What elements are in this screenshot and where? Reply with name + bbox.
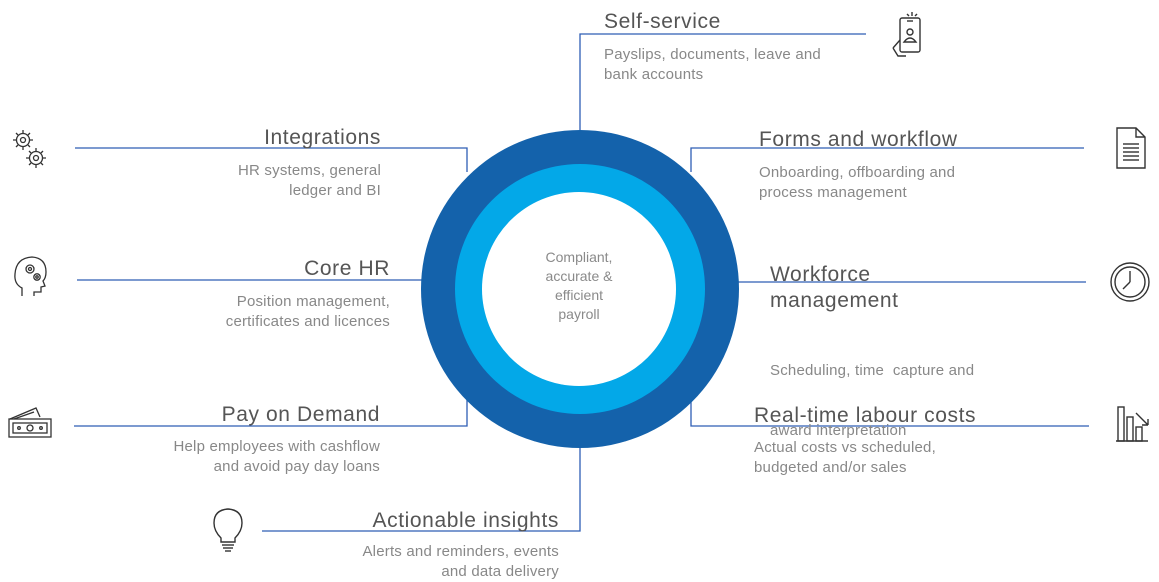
forms-workflow-desc-line-1: Onboarding, offboarding and: [759, 164, 956, 181]
self-service-desc: Payslips, documents, leave and bank acco…: [604, 45, 821, 85]
workforce-management-title-line-2: management: [770, 289, 899, 312]
connector-pay-on-demand: [74, 398, 468, 427]
core-hr-desc-line-1: Position management,: [236, 293, 390, 310]
center-line-2: accurate &: [545, 268, 613, 284]
actionable-insights-desc-line-2: and data delivery: [441, 563, 559, 580]
connector-self-service: [579, 33, 866, 130]
clock-icon: [1110, 262, 1150, 302]
core-hr-title: Core HR: [304, 257, 390, 280]
center-line-3: efficient: [555, 287, 603, 303]
center-line-4: payroll: [558, 306, 600, 322]
actionable-insights-desc-line-1: Alerts and reminders, events: [362, 543, 559, 560]
lightbulb-icon: [213, 508, 243, 552]
head-gears-icon: [14, 256, 47, 296]
pay-on-demand-desc-line-1: Help employees with cashflow: [173, 438, 380, 455]
pay-on-demand-desc: Help employees with cashflow and avoid p…: [100, 437, 380, 477]
forms-workflow-title: Forms and workflow: [759, 128, 958, 151]
workforce-management-desc: Scheduling, time capture and award inter…: [770, 321, 974, 481]
core-hr-desc: Position management, certificates and li…: [150, 292, 390, 332]
core-hr-desc-line-2: certificates and licences: [225, 313, 390, 330]
connector-actionable-insights: [262, 446, 581, 532]
integrations-desc-line-1: HR systems, general: [237, 162, 381, 179]
labour-costs-title: Real-time labour costs: [754, 404, 977, 427]
center-disc: [482, 192, 676, 386]
connector-integrations: [75, 147, 468, 172]
cash-icon: [8, 407, 52, 438]
labour-costs-desc: Actual costs vs scheduled, budgeted and/…: [754, 438, 936, 478]
connector-labour-costs: [690, 398, 1089, 427]
bar-chart-icon: [1116, 406, 1149, 442]
pay-on-demand-title: Pay on Demand: [221, 403, 380, 426]
forms-workflow-desc-line-2: process management: [759, 184, 907, 201]
workforce-management-title: Workforce management: [770, 262, 899, 314]
labour-costs-desc-line-1: Actual costs vs scheduled,: [754, 439, 936, 456]
workforce-management-title-line-1: Workforce: [770, 263, 871, 286]
integrations-desc: HR systems, general ledger and BI: [161, 161, 381, 201]
forms-workflow-desc: Onboarding, offboarding and process mana…: [759, 163, 955, 203]
document-icon: [1116, 127, 1146, 169]
center-line-1: Compliant,: [545, 249, 613, 265]
self-service-desc-line-1: Payslips, documents, leave and: [604, 46, 821, 63]
integrations-desc-line-2: ledger and BI: [289, 182, 381, 199]
workforce-management-desc-line-1: Scheduling, time capture and: [770, 362, 975, 379]
gears-icon: [13, 130, 46, 168]
pay-on-demand-desc-line-2: and avoid pay day loans: [213, 458, 380, 475]
actionable-insights-title: Actionable insights: [372, 509, 559, 532]
center-label: Compliant, accurate & efficient payroll: [509, 248, 649, 324]
self-service-title: Self-service: [604, 10, 721, 33]
self-service-desc-line-2: bank accounts: [604, 66, 704, 83]
labour-costs-desc-line-2: budgeted and/or sales: [754, 459, 907, 476]
workforce-management-desc-line-2: award interpretation: [770, 422, 907, 439]
integrations-title: Integrations: [264, 126, 381, 149]
connector-forms-workflow: [690, 147, 1084, 172]
mobile-user-icon: [892, 12, 921, 57]
actionable-insights-desc: Alerts and reminders, events and data de…: [279, 542, 559, 582]
